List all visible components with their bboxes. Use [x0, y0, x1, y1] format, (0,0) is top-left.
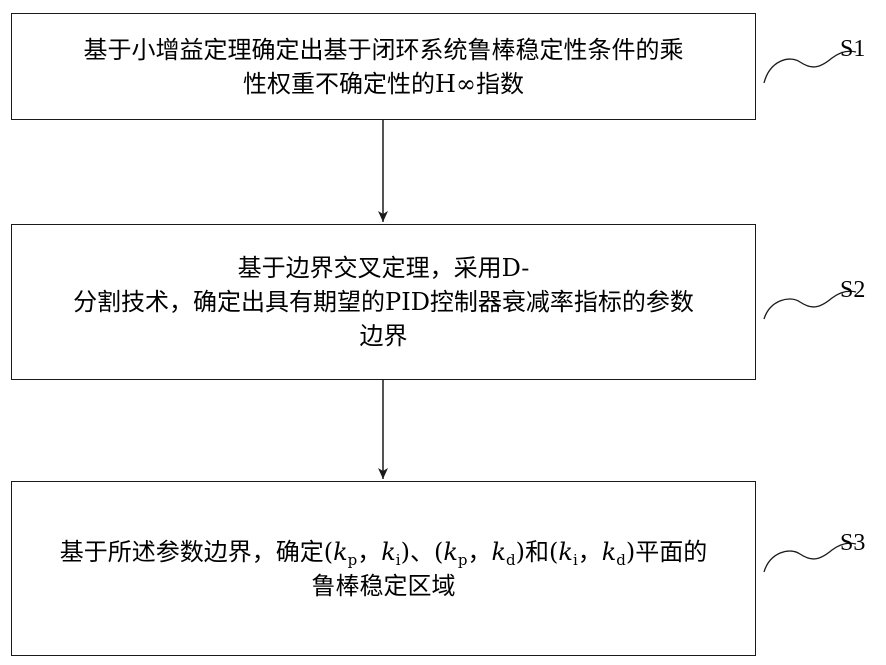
step-label-s1: S1 — [840, 36, 865, 63]
step-label-s3: S3 — [840, 530, 865, 557]
step-label-s2: S2 — [840, 277, 865, 304]
